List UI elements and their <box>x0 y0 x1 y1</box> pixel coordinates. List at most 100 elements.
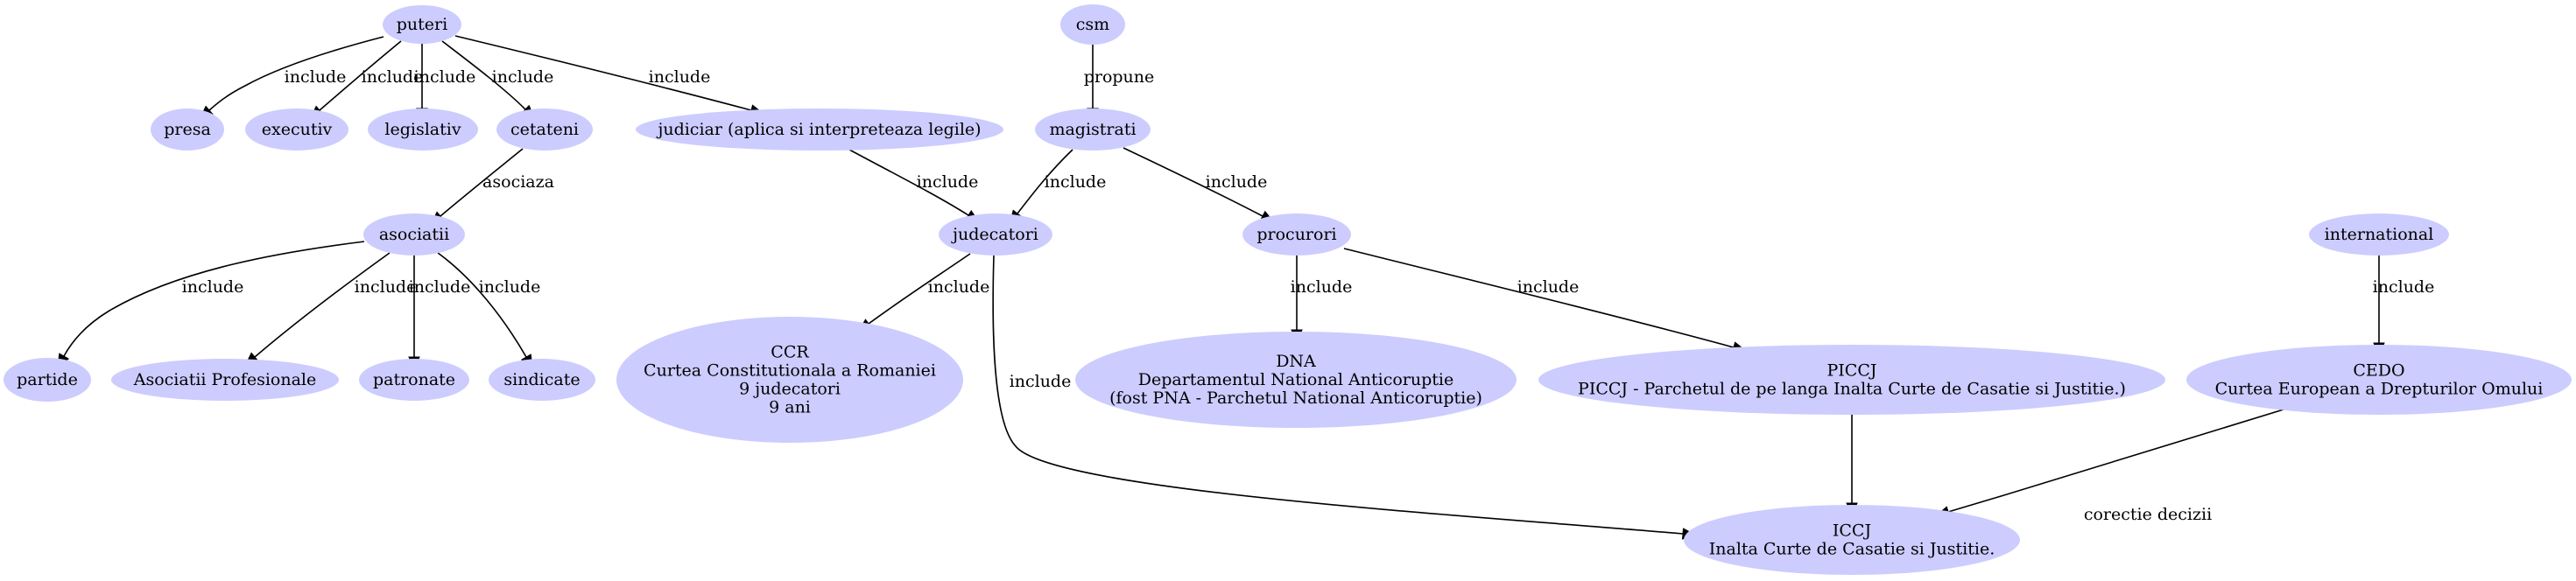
node-presa[interactable]: presa <box>151 108 224 150</box>
node-label: PICCJ - Parchetul de pe langa Inalta Cur… <box>1578 380 2126 399</box>
edge-line <box>319 40 402 111</box>
node-csm[interactable]: csm <box>1060 4 1125 45</box>
node-label: Curtea Constitutionala a Romaniei <box>644 361 936 381</box>
edge-line <box>454 35 752 111</box>
edge-international-cedo: include <box>2373 256 2435 357</box>
node-executiv[interactable]: executiv <box>245 108 348 150</box>
node-label: international <box>2325 225 2434 244</box>
node-ellipse <box>383 5 461 44</box>
edge-puteri-presa: include <box>199 36 384 120</box>
node-label: puteri <box>397 15 447 34</box>
node-ellipse <box>111 359 339 401</box>
edge-label: propune <box>1084 67 1155 87</box>
node-judiciar[interactable]: judiciar (aplica si interpreteaza legile… <box>636 108 1003 150</box>
node-label: Asociatii Profesionale <box>133 370 317 389</box>
node-legislativ[interactable]: legislativ <box>368 108 478 150</box>
node-sindicate[interactable]: sindicate <box>489 359 595 401</box>
edge-label: include <box>2373 277 2435 297</box>
node-magistrati[interactable]: magistrati <box>1035 108 1151 150</box>
edge-asociatii-partide: include <box>57 241 365 368</box>
node-label: procurori <box>1256 225 1336 244</box>
node-label: presa <box>164 120 211 139</box>
node-label: Inalta Curte de Casatie si Justitie. <box>1709 540 1995 559</box>
node-label: 9 ani <box>769 398 811 417</box>
edge-label: include <box>182 277 244 297</box>
node-ellipse <box>368 108 478 150</box>
edge-line <box>1123 147 1263 217</box>
edge-line <box>63 241 365 357</box>
node-ellipse <box>359 359 469 401</box>
edge-label: include <box>1010 372 1072 391</box>
node-label: executiv <box>262 120 333 139</box>
node-ellipse <box>2186 345 2572 415</box>
edge-line <box>1343 248 1735 348</box>
edge-line <box>848 149 969 216</box>
edge-label: include <box>414 67 476 87</box>
edge-label: asociaza <box>482 172 554 192</box>
node-label: csm <box>1076 15 1109 34</box>
edge-line <box>1017 149 1073 214</box>
edge-label: include <box>492 67 554 87</box>
node-ellipse <box>245 108 348 150</box>
node-label: CCR <box>771 343 809 362</box>
node-partide[interactable]: partide <box>4 358 91 402</box>
node-label: PICCJ <box>1827 361 1877 381</box>
node-international[interactable]: international <box>2309 214 2449 256</box>
node-label: (fost PNA - Parchetul National Anticorup… <box>1109 388 1482 408</box>
edge-procurori-piccj: include <box>1343 248 1747 354</box>
edge-label: include <box>1206 172 1268 192</box>
node-label: 9 judecatori <box>739 380 841 399</box>
node-ellipse <box>636 108 1003 150</box>
node-ellipse <box>363 214 465 256</box>
node-label: asociatii <box>379 225 449 244</box>
node-label: patronate <box>373 370 455 389</box>
edge-judiciar-judecatori: include <box>848 149 980 223</box>
node-cetateni[interactable]: cetateni <box>496 108 593 150</box>
node-label: judiciar (aplica si interpreteaza legile… <box>656 120 981 139</box>
node-label: sindicate <box>503 370 580 389</box>
edge-cedo-iccj: corectie decizii <box>1935 409 2284 524</box>
node-label: Curtea European a Drepturilor Omului <box>2215 380 2544 399</box>
node-ellipse <box>1060 4 1125 45</box>
edge-label: include <box>285 67 347 87</box>
edge-line <box>440 148 524 217</box>
node-ellipse <box>1242 214 1351 256</box>
node-asociatii[interactable]: asociatii <box>363 214 465 256</box>
node-procurori[interactable]: procurori <box>1242 214 1351 256</box>
edge-line <box>254 252 391 358</box>
edge-label: include <box>409 277 471 297</box>
node-label: judecatori <box>951 225 1038 244</box>
node-patronate[interactable]: patronate <box>359 359 469 401</box>
node-ellipse <box>4 358 91 402</box>
node-label: ICCJ <box>1833 522 1871 541</box>
node-ellipse <box>2309 214 2449 256</box>
node-puteri[interactable]: puteri <box>383 5 461 44</box>
edge-label: corectie decizii <box>2084 505 2212 524</box>
node-label: magistrati <box>1049 120 1136 139</box>
edge-line <box>441 40 526 110</box>
edge-label: include <box>362 67 424 87</box>
edge-line <box>208 36 384 111</box>
node-ellipse <box>1035 108 1151 150</box>
node-ellipse <box>1538 345 2165 415</box>
node-label: Departamentul National Anticoruptie <box>1138 370 1453 389</box>
edge-judecatori-ccr: include <box>857 253 990 332</box>
edge-label: include <box>928 277 990 297</box>
node-ellipse <box>489 359 595 401</box>
node-ellipse <box>151 108 224 150</box>
node-label: partide <box>17 370 78 389</box>
node-ellipse <box>1075 332 1517 428</box>
node-ellipse <box>939 214 1052 256</box>
edge-line <box>992 255 1684 535</box>
node-label: cetateni <box>510 120 579 139</box>
node-judecatori[interactable]: judecatori <box>939 214 1052 256</box>
node-label: DNA <box>1276 352 1316 371</box>
edge-procurori-dna: include <box>1291 256 1352 344</box>
node-asociatii_prof[interactable]: Asociatii Profesionale <box>111 359 339 401</box>
